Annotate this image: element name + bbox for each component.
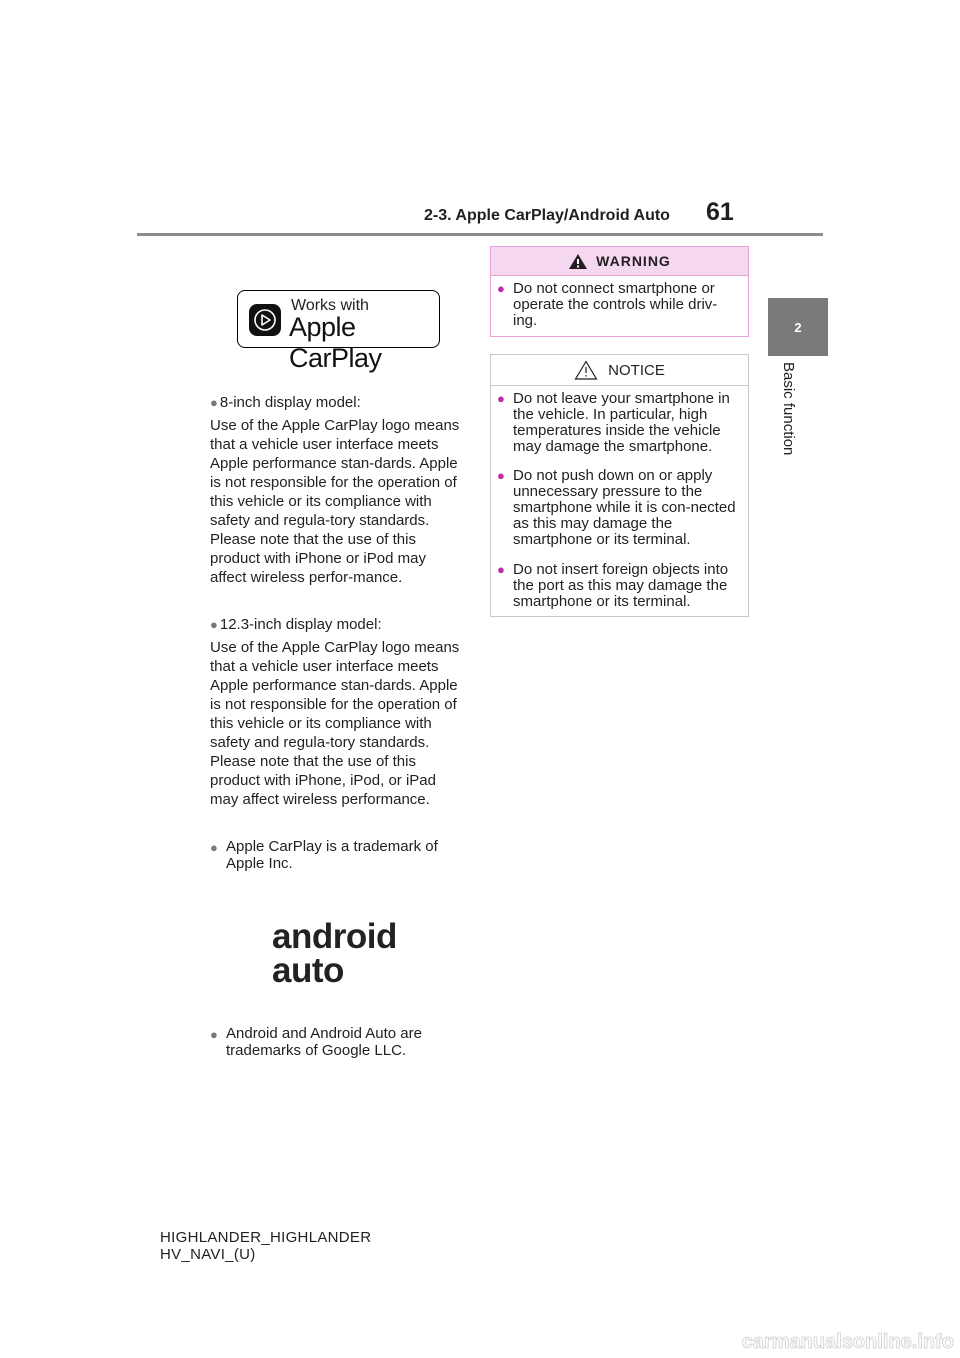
item1-title: 8-inch display model: [219, 394, 361, 411]
chapter-number: 2 [794, 319, 802, 335]
notice-box: NOTICE ● Do not leave your smartphone in… [490, 354, 749, 617]
warning-item-text: Do not connect smartphone or operate the… [513, 280, 718, 329]
footer-model-code: HIGHLANDER_HIGHLANDER HV_NAVI_(U) [160, 1229, 371, 1263]
page-number: 61 [706, 198, 734, 226]
bullet-icon: ● [210, 395, 218, 410]
item1-body: Use of the Apple CarPlay logo means that… [210, 417, 460, 586]
watermark-text: carmanualsonline.info [742, 1331, 954, 1353]
notice-header: NOTICE [491, 355, 748, 386]
chapter-tab: 2 [768, 298, 828, 356]
android-logo-line2: auto [272, 951, 344, 986]
warning-heading: WARNING [596, 253, 671, 269]
carplay-badge-line1: Works with [291, 297, 369, 314]
item4-text: Android and Android Auto are trademarks … [226, 1025, 422, 1059]
footer-line1: HIGHLANDER_HIGHLANDER [160, 1229, 372, 1246]
bullet-icon: ● [210, 617, 218, 632]
carplay-play-icon [249, 304, 281, 336]
notice-item-text: Do not leave your smartphone in the vehi… [513, 390, 730, 455]
warning-item: ● Do not connect smartphone or operate t… [497, 281, 741, 329]
bullet-icon: ● [497, 281, 505, 296]
list-item-12inch: ●12.3-inch display model: Use of the App… [210, 615, 466, 809]
notice-item: ● Do not leave your smartphone in the ve… [497, 391, 741, 455]
notice-item: ● Do not push down on or apply unnecessa… [497, 468, 741, 548]
caution-triangle-icon [574, 360, 598, 380]
notice-heading: NOTICE [608, 361, 665, 379]
bullet-icon: ● [497, 391, 505, 406]
notice-item: ● Do not insert foreign objects into the… [497, 562, 741, 610]
watermark: carmanualsonline.info [741, 1331, 954, 1354]
notice-item-text: Do not insert foreign objects into the p… [513, 561, 729, 610]
item3-text: Apple CarPlay is a trademark of Apple In… [226, 838, 438, 872]
header-divider [137, 233, 823, 236]
warning-header: WARNING [491, 247, 748, 276]
list-item-android-trademark: ● Android and Android Auto are trademark… [210, 1025, 466, 1059]
bullet-icon: ● [210, 840, 218, 855]
android-logo-line1: android [272, 920, 397, 956]
warning-triangle-icon [569, 253, 588, 269]
bullet-icon: ● [497, 562, 505, 577]
bullet-icon: ● [497, 468, 505, 483]
item2-title: 12.3-inch display model: [219, 616, 382, 633]
android-auto-logo: android auto [272, 920, 397, 986]
list-item-carplay-trademark: ● Apple CarPlay is a trademark of Apple … [210, 838, 466, 872]
list-item-8inch: ●8-inch display model: Use of the Apple … [210, 393, 466, 587]
footer-line2: HV_NAVI_(U) [160, 1246, 256, 1263]
carplay-logo-badge: Works with Apple CarPlay [237, 290, 440, 373]
section-title: 2-3. Apple CarPlay/Android Auto [424, 207, 670, 224]
bullet-icon: ● [210, 1027, 218, 1042]
item2-body: Use of the Apple CarPlay logo means that… [210, 639, 460, 808]
chapter-label: Basic function [780, 362, 797, 456]
carplay-badge-line2: Apple CarPlay [289, 312, 382, 373]
notice-item-text: Do not push down on or apply unnecessary… [513, 467, 736, 548]
warning-box: WARNING ● Do not connect smartphone or o… [490, 246, 749, 337]
